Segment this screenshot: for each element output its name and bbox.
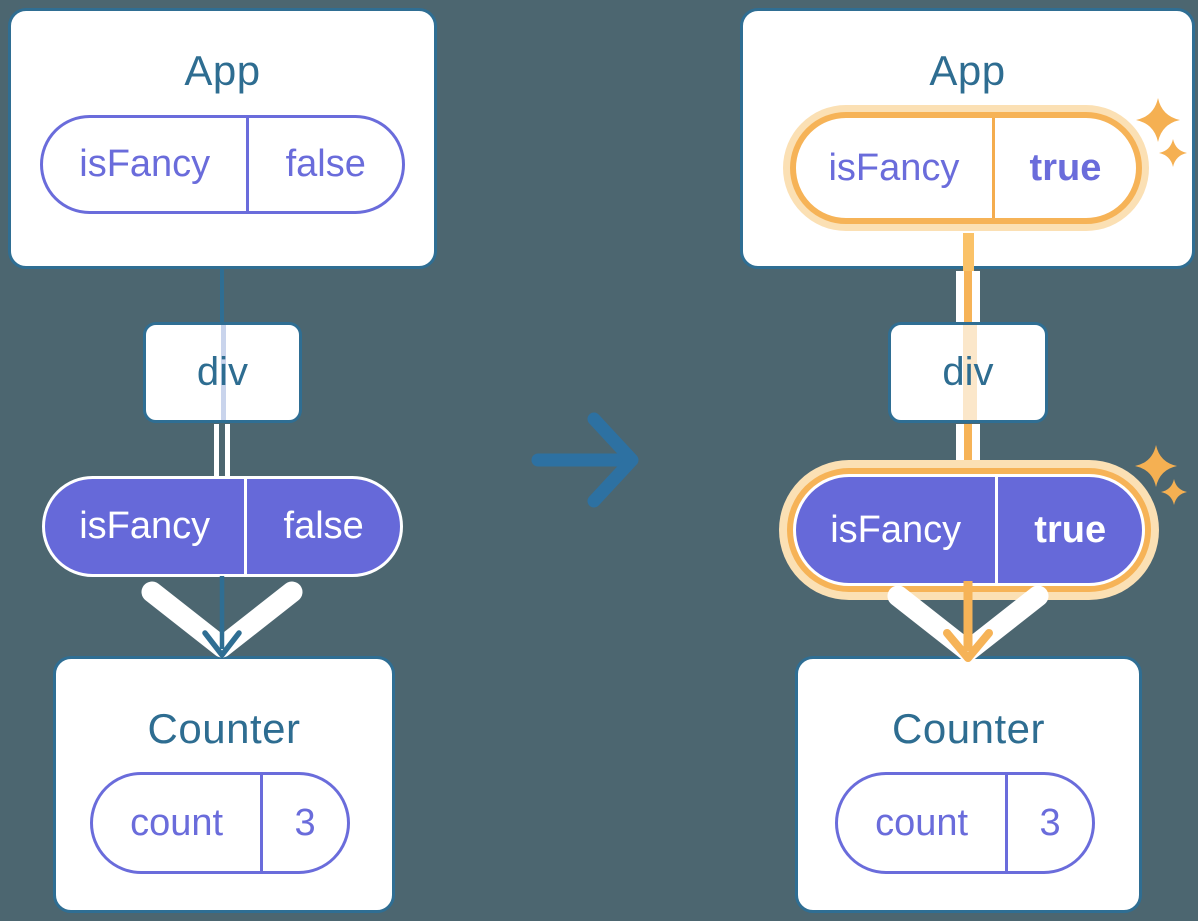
sparkle-icon [1159,139,1187,167]
sparkle-icon [1135,445,1177,487]
edge-app-to-div-after [956,271,980,327]
passed-prop-pill-after: isFancy true [793,474,1145,586]
counter-state-pill-before: count 3 [90,772,350,874]
prop-value: false [283,505,364,547]
div-label: div [942,350,994,394]
prop-name: isFancy [43,118,250,211]
app-prop-pill-before: isFancy false [40,115,405,214]
prop-name: isFancy [796,118,995,218]
prop-value: true [1034,508,1107,551]
edge-div-to-prop-before-left-rail [214,424,219,478]
prop-value: true [1029,146,1102,189]
counter-title: Counter [147,705,301,752]
state-value: 3 [294,801,316,844]
edge-div-to-prop-after [956,424,980,478]
prop-value: false [285,143,366,185]
div-card-after: div [888,322,1048,423]
div-card-before: div [143,322,302,423]
prop-passthrough-line-after [963,325,977,420]
prop-passthrough-line-before [221,325,226,420]
counter-state-pill-after: count 3 [835,772,1095,874]
edge-app-to-div-before [220,266,224,326]
div-label: div [196,350,249,394]
state-name: count [838,775,1009,871]
props-flow-arrow-icon-before [141,576,303,658]
transition-arrow-icon [531,412,639,508]
app-title: App [929,47,1006,94]
prop-name: isFancy [796,477,999,583]
sparkle-icon [1161,479,1187,505]
state-value: 3 [1039,801,1061,844]
app-prop-pill-after: isFancy true [790,112,1142,224]
sparkle-icon [1136,98,1180,142]
passed-prop-pill-before: isFancy false [42,476,403,577]
state-name: count [93,775,264,871]
edge-div-to-prop-before-right-rail [225,424,230,478]
props-flow-arrow-icon-after [887,581,1049,662]
edge-prop-to-card-after [963,233,974,273]
prop-name: isFancy [45,479,248,574]
app-title: App [184,47,261,94]
counter-title: Counter [892,705,1045,752]
